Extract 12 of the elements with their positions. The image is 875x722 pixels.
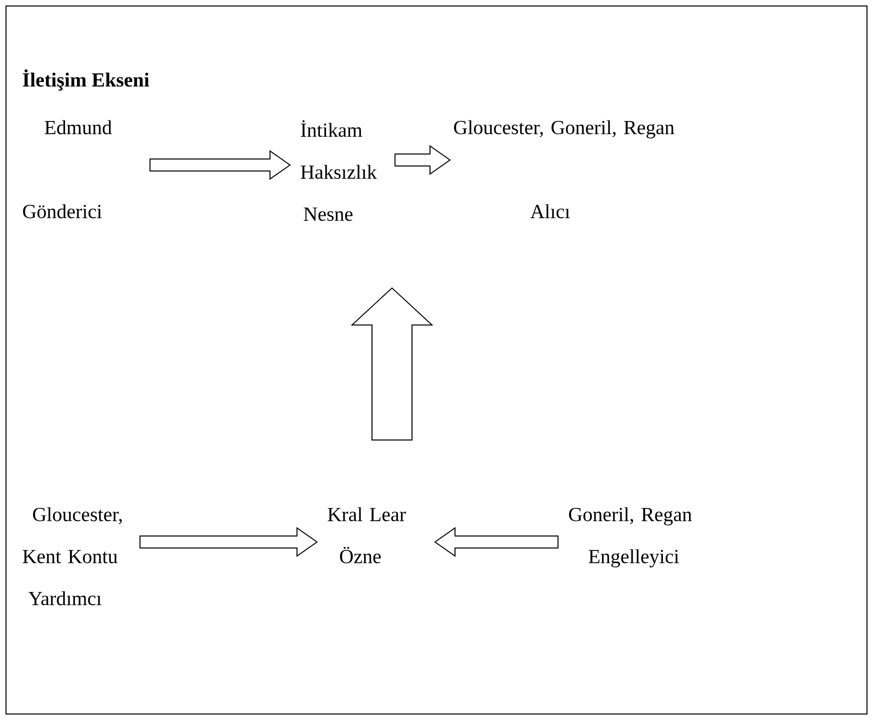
text-label: Gloucester, Goneril, Regan Alıcı bbox=[454, 120, 674, 218]
text-label: Goneril, Regan Engelleyici bbox=[569, 507, 692, 568]
block-arrow bbox=[140, 527, 318, 557]
text-label: İntikam Haksızlık Nesne bbox=[300, 120, 377, 221]
text-label: Gloucester, Kent Kontu Yardımcı bbox=[22, 507, 122, 606]
block-arrow bbox=[350, 287, 434, 440]
text-label: Edmund Gönderici bbox=[23, 120, 112, 218]
title: İletişim Ekseni bbox=[22, 69, 150, 91]
block-arrow bbox=[394, 145, 451, 175]
text-label: Kral Lear Özne bbox=[328, 507, 406, 564]
block-arrow bbox=[150, 150, 291, 180]
block-arrow bbox=[434, 527, 558, 557]
